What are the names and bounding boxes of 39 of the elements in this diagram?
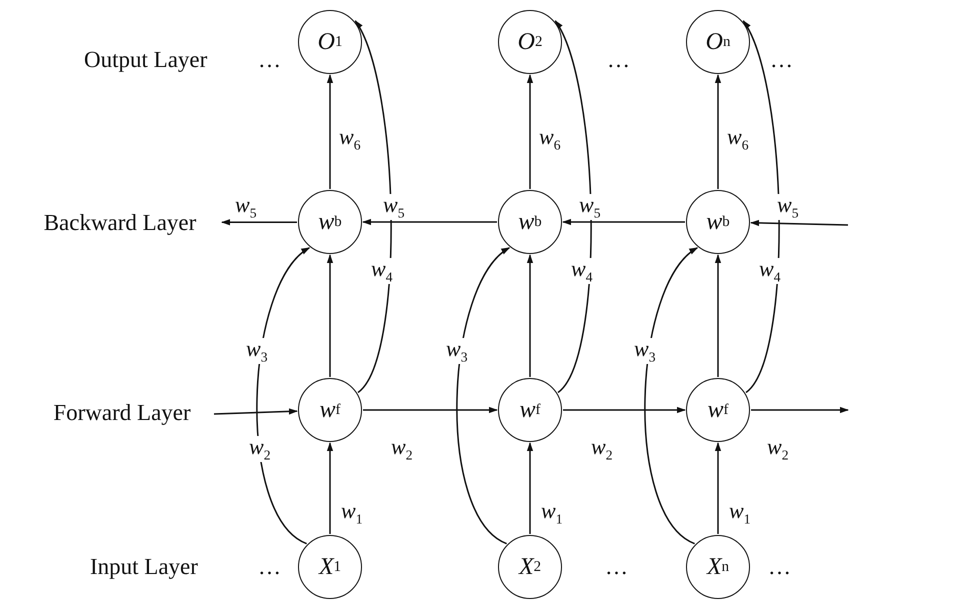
edge-label: w$_{3}$	[245, 338, 268, 364]
ellipsis: …	[770, 48, 793, 71]
ellipsis: …	[605, 555, 628, 578]
arrow	[644, 247, 698, 544]
layer-label: Backward Layer	[22, 206, 218, 240]
ellipsis: …	[768, 555, 791, 578]
edge-label: w$_{3}$	[445, 338, 468, 364]
arrow	[326, 442, 334, 534]
arrow	[456, 247, 510, 544]
arrow	[363, 406, 498, 414]
edge-label: w$_{4}$	[570, 258, 594, 284]
arrow	[326, 254, 334, 377]
edge-label: w$_{3}$	[633, 338, 656, 364]
edge-label: w$_{4}$	[758, 258, 782, 284]
arrow	[714, 442, 722, 534]
arrow	[526, 442, 534, 534]
edge-label: w$_{2}$	[248, 436, 272, 462]
arrow	[221, 219, 297, 226]
arrow	[750, 220, 848, 226]
arrow	[714, 74, 722, 189]
edge-label: w$_{5}$	[578, 194, 602, 220]
arrow	[526, 254, 534, 377]
ellipsis: …	[607, 48, 630, 71]
arrow	[326, 74, 334, 189]
arrow	[526, 74, 534, 189]
arrow	[362, 218, 497, 226]
arrow	[751, 406, 849, 414]
arrow	[214, 408, 298, 415]
layer-label: Output Layer	[84, 48, 208, 71]
arrow	[562, 218, 685, 226]
arrow	[563, 406, 686, 414]
ellipsis: …	[258, 555, 281, 578]
arrow	[714, 254, 722, 377]
edge-label: w$_{5}$	[382, 194, 406, 220]
edge-label: w$_{4}$	[370, 258, 394, 284]
ellipsis: …	[258, 48, 281, 71]
edge-label: w$_{5}$	[776, 194, 800, 220]
layer-label: Input Layer	[90, 555, 198, 578]
layer-label: Forward Layer	[34, 396, 210, 430]
